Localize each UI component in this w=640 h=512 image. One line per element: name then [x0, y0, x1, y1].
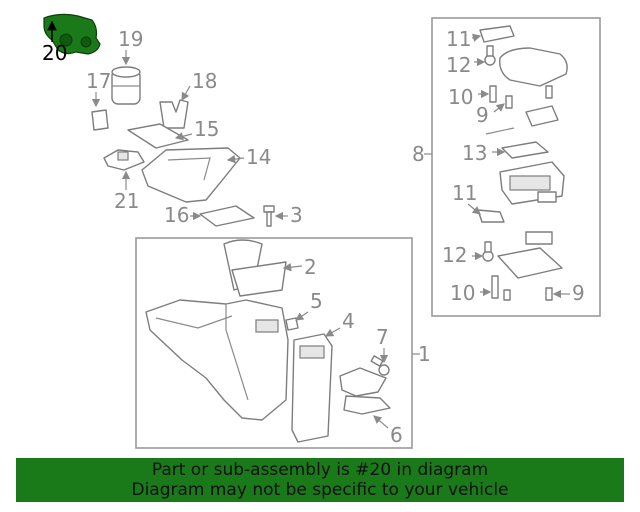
- part-latch[interactable]: [525, 105, 559, 127]
- assembly-box-8: [431, 17, 601, 317]
- callout-11-lower[interactable]: 11: [452, 181, 477, 205]
- part-10-upper[interactable]: [489, 85, 497, 103]
- part-7[interactable]: [370, 355, 390, 376]
- part-storage-tray[interactable]: [499, 161, 565, 205]
- callout-4[interactable]: 4: [342, 309, 355, 333]
- part-armrest-lid[interactable]: [499, 47, 568, 87]
- part-13[interactable]: [501, 141, 549, 159]
- part-lower-tray[interactable]: [497, 231, 563, 279]
- part-11-upper[interactable]: [479, 25, 515, 43]
- part-17[interactable]: [91, 109, 109, 131]
- callout-12-upper[interactable]: 12: [446, 53, 471, 77]
- callout-8[interactable]: 8: [412, 142, 425, 166]
- callout-18[interactable]: 18: [192, 69, 217, 93]
- part-4[interactable]: [291, 333, 333, 443]
- part-14[interactable]: [141, 147, 241, 203]
- callout-2[interactable]: 2: [304, 255, 317, 279]
- callout-9-lower[interactable]: 9: [572, 281, 585, 305]
- callout-16[interactable]: 16: [164, 203, 189, 227]
- callout-5[interactable]: 5: [310, 289, 323, 313]
- callout-6[interactable]: 6: [390, 423, 403, 447]
- callout-1[interactable]: 1: [418, 342, 431, 366]
- part-2[interactable]: [223, 239, 287, 297]
- part-19[interactable]: [111, 66, 141, 105]
- callout-14[interactable]: 14: [246, 145, 271, 169]
- callout-3[interactable]: 3: [290, 203, 303, 227]
- notice-line-2: Diagram may not be specific to your vehi…: [131, 480, 509, 500]
- part-10-lower[interactable]: [491, 275, 511, 301]
- notice-banner: Part or sub-assembly is #20 in diagram D…: [16, 458, 624, 502]
- notice-line-1: Part or sub-assembly is #20 in diagram: [151, 460, 489, 480]
- part-15[interactable]: [127, 123, 189, 149]
- callout-12-lower[interactable]: 12: [442, 243, 467, 267]
- part-12-lower[interactable]: [482, 241, 494, 262]
- callout-15[interactable]: 15: [194, 117, 219, 141]
- part-9-lower[interactable]: [545, 287, 553, 301]
- part-console-body[interactable]: [145, 299, 289, 421]
- callout-9-upper[interactable]: 9: [476, 103, 489, 127]
- callout-17[interactable]: 17: [86, 69, 111, 93]
- part-20-highlighted[interactable]: [43, 13, 101, 55]
- part-5[interactable]: [285, 317, 299, 331]
- part-screw[interactable]: [485, 127, 515, 135]
- assembly-box-1: [135, 237, 413, 449]
- callout-13[interactable]: 13: [462, 141, 487, 165]
- callout-10-upper[interactable]: 10: [448, 85, 473, 109]
- part-6[interactable]: [339, 367, 391, 415]
- part-9-upper[interactable]: [505, 85, 553, 109]
- callout-20[interactable]: 20: [42, 41, 67, 65]
- part-16[interactable]: [199, 205, 255, 227]
- part-12-upper[interactable]: [484, 45, 496, 66]
- callout-11-upper[interactable]: 11: [446, 27, 471, 51]
- callout-7[interactable]: 7: [376, 325, 389, 349]
- callout-21[interactable]: 21: [114, 189, 139, 213]
- part-3[interactable]: [263, 205, 275, 227]
- callout-19[interactable]: 19: [118, 27, 143, 51]
- part-21[interactable]: [103, 149, 145, 171]
- callout-10-lower[interactable]: 10: [450, 281, 475, 305]
- part-11-lower[interactable]: [477, 209, 505, 223]
- part-18[interactable]: [159, 99, 189, 129]
